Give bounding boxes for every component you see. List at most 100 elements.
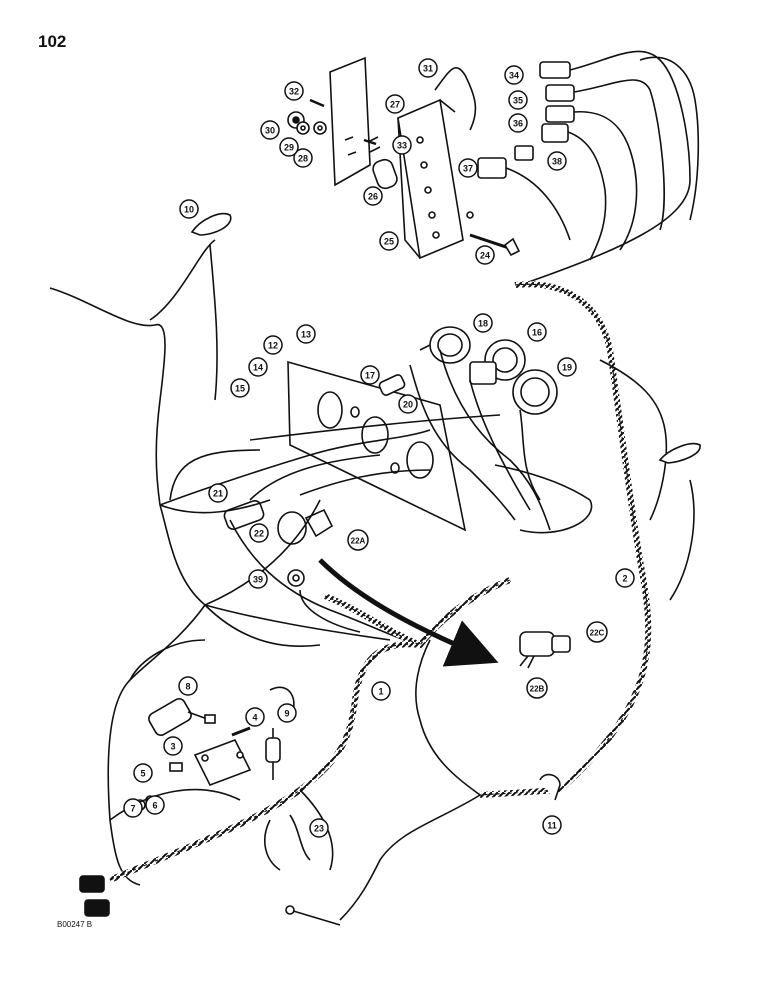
callout-22a: 22A [347, 529, 369, 551]
callout-label: 22A [351, 537, 366, 546]
callout-20: 20 [398, 394, 418, 414]
callout-label: 8 [185, 682, 190, 692]
callout-19: 19 [557, 357, 577, 377]
plug-connector-a [79, 875, 105, 893]
callout-17: 17 [360, 365, 380, 385]
callout-3: 3 [163, 736, 183, 756]
callout-label: 35 [513, 96, 523, 106]
callout-label: 14 [253, 363, 263, 373]
gauge-19 [512, 369, 558, 415]
callout-label: 4 [252, 713, 257, 723]
switch-9 [265, 686, 295, 780]
callout-label: 11 [547, 821, 557, 831]
callout-label: 28 [298, 154, 308, 164]
callout-1: 1 [371, 681, 391, 701]
callout-39: 39 [248, 569, 268, 589]
callout-27: 27 [385, 94, 405, 114]
callout-layer: 1234567891011121314151617181920212222A22… [123, 58, 635, 838]
callout-2: 2 [615, 568, 635, 588]
callout-4: 4 [245, 707, 265, 727]
callout-label: 2 [622, 574, 627, 584]
callout-label: 22B [530, 685, 545, 694]
figure-code: B00247 B [57, 920, 93, 929]
callout-22: 22 [249, 523, 269, 543]
callout-32: 32 [284, 81, 304, 101]
callout-label: 5 [140, 769, 145, 779]
callout-label: 37 [463, 164, 473, 174]
ignition-switch-detail [519, 631, 571, 669]
callout-label: 15 [235, 384, 245, 394]
callout-label: 22 [254, 529, 264, 539]
callout-22c: 22C [586, 621, 608, 643]
sender-8 [148, 698, 216, 736]
callout-31: 31 [418, 58, 438, 78]
callout-23: 23 [309, 818, 329, 838]
callout-5: 5 [133, 763, 153, 783]
callout-28: 28 [293, 148, 313, 168]
switch-bank [477, 61, 575, 179]
cable-tie-10-right [658, 442, 701, 464]
callout-label: 17 [365, 371, 375, 381]
bracket-25 [397, 98, 464, 260]
callout-label: 7 [130, 804, 135, 814]
callout-13: 13 [296, 324, 316, 344]
callout-label: 24 [480, 251, 490, 261]
instrument-panel-group [49, 239, 695, 886]
callout-label: 21 [213, 489, 223, 499]
callout-30: 30 [260, 120, 280, 140]
callout-label: 39 [253, 575, 263, 585]
switch-21 [223, 499, 265, 531]
callout-label: 31 [423, 64, 433, 74]
callout-label: 26 [368, 192, 378, 202]
callout-7: 7 [123, 798, 143, 818]
callout-22b: 22B [526, 677, 548, 699]
callout-label: 18 [478, 319, 488, 329]
callout-label: 32 [289, 87, 299, 97]
upper-switch-panel-group [287, 50, 700, 286]
callout-label: 12 [268, 341, 278, 351]
callout-label: 22C [590, 629, 605, 638]
callout-label: 33 [397, 141, 407, 151]
mounting-plate-27 [329, 56, 371, 187]
callout-38: 38 [547, 151, 567, 171]
callout-12: 12 [263, 335, 283, 355]
gauge-16 [469, 339, 526, 385]
callout-label: 25 [384, 237, 394, 247]
callout-label: 27 [390, 100, 400, 110]
callout-36: 36 [508, 113, 528, 133]
cable-tie-10-upper [190, 213, 232, 236]
braided-harness-2 [479, 281, 652, 798]
callout-label: 38 [552, 157, 562, 167]
callout-35: 35 [508, 90, 528, 110]
callout-label: 20 [403, 400, 413, 410]
callout-label: 29 [284, 143, 294, 153]
bracket-3 [193, 738, 252, 787]
callout-label: 10 [184, 205, 194, 215]
detail-arrow [318, 558, 499, 667]
callout-label: 9 [284, 709, 289, 719]
callout-10: 10 [179, 199, 199, 219]
callout-16: 16 [527, 322, 547, 342]
callout-label: 6 [152, 801, 157, 811]
clip-11 [539, 773, 561, 801]
gauge-18 [419, 326, 471, 364]
callout-label: 23 [314, 824, 324, 834]
callout-label: 36 [513, 119, 523, 129]
callout-21: 21 [208, 483, 228, 503]
plug-connector-b [84, 899, 110, 917]
callout-18: 18 [473, 313, 493, 333]
callout-15: 15 [230, 378, 250, 398]
callout-6: 6 [145, 795, 165, 815]
spacer-26 [372, 158, 398, 190]
callout-label: 19 [562, 363, 572, 373]
callout-label: 30 [265, 126, 275, 136]
callout-26: 26 [363, 186, 383, 206]
callout-29: 29 [279, 137, 299, 157]
callout-25: 25 [379, 231, 399, 251]
callout-9: 9 [277, 703, 297, 723]
callout-label: 16 [532, 328, 542, 338]
callout-11: 11 [542, 815, 562, 835]
bolt-4 [231, 726, 251, 737]
callout-24: 24 [475, 245, 495, 265]
